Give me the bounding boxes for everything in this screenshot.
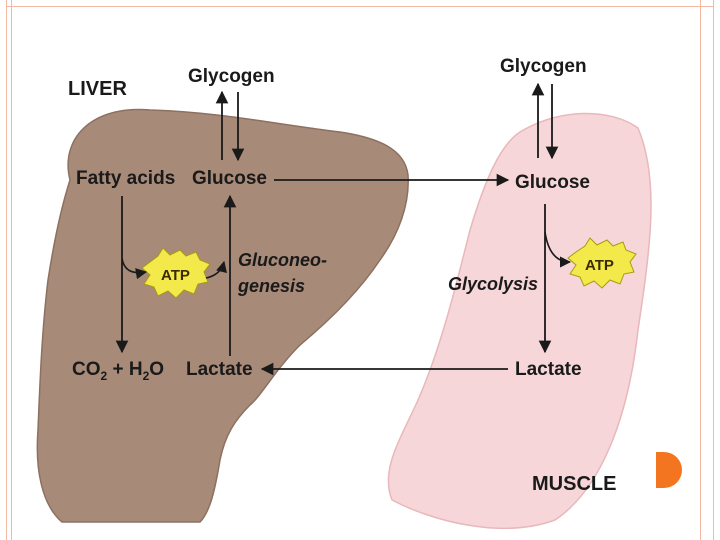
co2-h2o-label: CO2 + H2O <box>72 359 164 383</box>
muscle-shape <box>387 112 652 530</box>
glycolysis-label: Glycolysis <box>448 274 538 294</box>
liver-shape <box>36 108 409 523</box>
liver-lactate-label: Lactate <box>186 359 253 380</box>
muscle-title: MUSCLE <box>532 473 616 495</box>
slide-bullet-icon <box>656 452 682 488</box>
muscle-atp-out-arrow <box>544 231 572 268</box>
muscle-atp-label: ATP <box>585 257 614 274</box>
fatty-acids-label: Fatty acids <box>76 168 175 189</box>
liver-atp-out-arrow <box>121 257 148 280</box>
slide-border-right <box>700 0 714 540</box>
liver-title: LIVER <box>68 78 127 100</box>
liver-atp-label: ATP <box>161 267 190 284</box>
liver-atp-star: ATP <box>141 247 211 299</box>
muscle-glucose-label: Glucose <box>515 172 590 193</box>
muscle-atp-star: ATP <box>567 237 637 289</box>
slide-border-left <box>6 0 12 540</box>
gluconeogenesis-line2: genesis <box>237 276 305 296</box>
gluconeogenesis-line1: Gluconeo- <box>238 250 327 270</box>
liver-glucose-label: Glucose <box>192 168 267 189</box>
liver-atp-in-arrow <box>205 260 227 279</box>
muscle-glycogen-label: Glycogen <box>500 56 587 77</box>
muscle-lactate-label: Lactate <box>515 359 582 380</box>
liver-glycogen-label: Glycogen <box>188 66 275 87</box>
slide-border-top <box>6 6 714 7</box>
